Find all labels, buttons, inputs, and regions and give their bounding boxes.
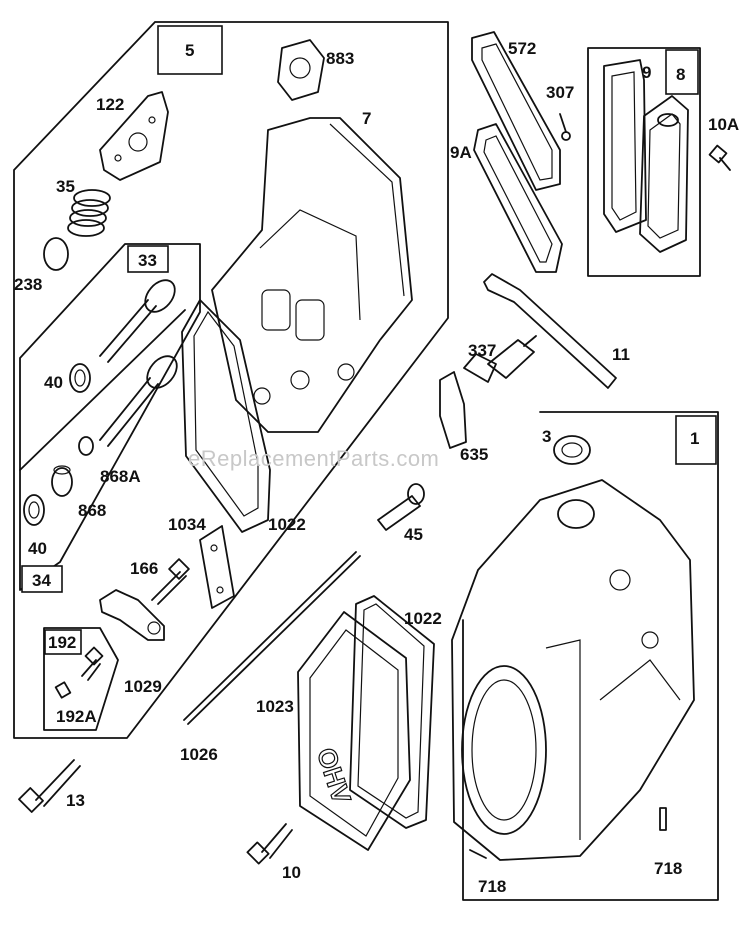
valve-subassembly-box	[19, 243, 201, 593]
label-45: 45	[404, 525, 423, 544]
exhaust-valve	[99, 355, 178, 447]
label-1034: 1034	[168, 515, 206, 534]
label-718a: 718	[478, 877, 506, 896]
label-1026: 1026	[180, 745, 218, 764]
dowel-pin-718a	[469, 849, 487, 859]
label-122: 122	[96, 95, 124, 114]
push-rod-1026	[183, 551, 361, 725]
label-868A: 868A	[100, 467, 141, 486]
label-718b: 718	[654, 859, 682, 878]
rocker-stud-166	[151, 558, 190, 605]
label-1029: 1029	[124, 677, 162, 696]
assembly-1-outline	[462, 411, 719, 901]
valve-seal-40b	[23, 494, 45, 526]
gasket-572	[471, 31, 561, 191]
cylinder-head-7	[211, 117, 413, 433]
nut-192A	[54, 681, 72, 699]
screw-10A	[708, 144, 731, 171]
rocker-arm-1029	[99, 589, 165, 641]
assembly-5-outline	[13, 21, 449, 739]
label-192A: 192A	[56, 707, 97, 726]
gasket-9A	[473, 123, 563, 273]
exhaust-gasket-883	[277, 39, 325, 101]
label-34: 34	[32, 571, 51, 590]
valve-spring-35	[67, 189, 111, 237]
assembly-8-outline	[587, 47, 701, 277]
label-883: 883	[326, 49, 354, 68]
label-33: 33	[138, 251, 157, 270]
cylinder-block-1	[451, 479, 695, 861]
label-868: 868	[78, 501, 106, 520]
dowel-pin-718b	[659, 807, 667, 831]
label-10A: 10A	[708, 115, 739, 134]
label-307: 307	[546, 83, 574, 102]
valve-cover-gasket-1022b	[349, 595, 435, 829]
valve-seal-40a	[69, 363, 91, 393]
label-5: 5	[185, 41, 194, 60]
gasket-9	[603, 59, 647, 233]
oil-seal-3	[553, 435, 591, 465]
watermark-text: eReplacementParts.com	[188, 446, 439, 471]
valve-cap-238	[43, 237, 69, 271]
intake-valve	[99, 279, 176, 363]
label-166: 166	[130, 559, 158, 578]
label-1: 1	[690, 429, 699, 448]
label-635: 635	[460, 445, 488, 464]
label-40b: 40	[28, 539, 47, 558]
label-9: 9	[642, 63, 651, 82]
label-1022b: 1022	[404, 609, 442, 628]
head-gasket-1022a	[181, 299, 271, 533]
label-8: 8	[676, 65, 685, 84]
label-40a: 40	[44, 373, 63, 392]
label-35: 35	[56, 177, 75, 196]
bolt-13	[18, 759, 81, 813]
breather-plate-1034	[199, 525, 235, 609]
label-238: 238	[14, 275, 42, 294]
valve-retainer-868A	[78, 436, 94, 456]
push-rod-45	[377, 483, 425, 531]
valve-rotator-868	[51, 465, 73, 497]
spark-plug-boot-635	[439, 371, 467, 449]
label-572: 572	[508, 39, 536, 58]
bolt-10	[246, 823, 293, 865]
label-10: 10	[282, 863, 301, 882]
label-3: 3	[542, 427, 551, 446]
breather-tube-11	[483, 273, 617, 389]
breather-cover-8	[639, 95, 689, 253]
label-337: 337	[468, 341, 496, 360]
label-1022a: 1022	[268, 515, 306, 534]
label-7: 7	[362, 109, 371, 128]
label-11: 11	[612, 345, 630, 364]
label-192: 192	[48, 633, 76, 652]
spark-plug-337	[463, 335, 537, 383]
label-1023: 1023	[256, 697, 294, 716]
stud-192	[81, 646, 104, 681]
label-13: 13	[66, 791, 85, 810]
label-9A: 9A	[450, 143, 472, 162]
rocker-stud-subassembly-box	[43, 627, 119, 731]
screw-307	[559, 113, 571, 141]
intake-gasket-122	[99, 91, 169, 181]
